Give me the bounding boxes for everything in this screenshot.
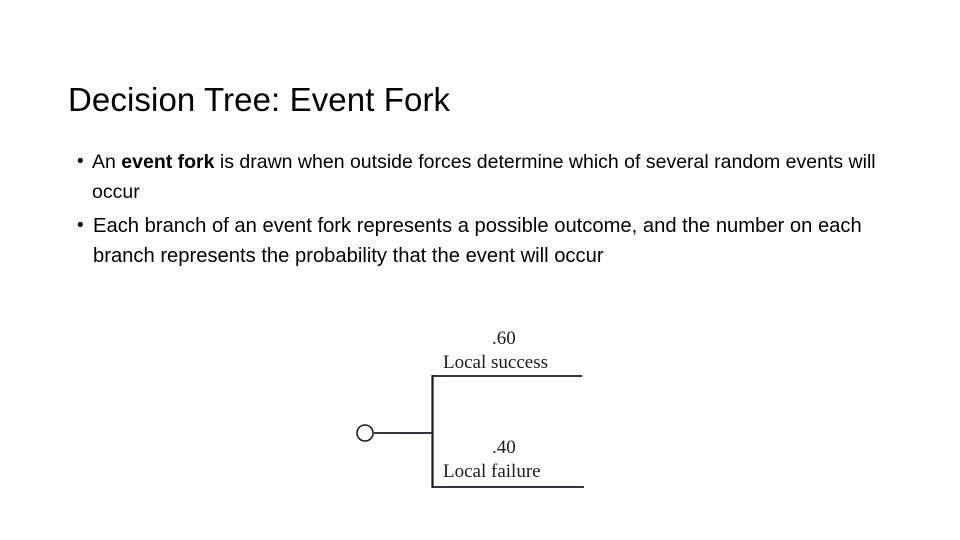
- event-fork-lines: [356, 375, 584, 488]
- bullet-marker: •: [77, 215, 84, 236]
- list-item: • An event fork is drawn when outside for…: [72, 147, 892, 207]
- branch-probability-top: .60: [492, 328, 516, 349]
- branch-probability-bottom: .40: [492, 437, 516, 458]
- branch-label-bottom: Local failure: [443, 461, 541, 482]
- event-node-circle: [356, 424, 374, 442]
- branch-label-top: Local success: [443, 352, 548, 373]
- bullet-text-bold: event fork: [121, 151, 215, 173]
- bullet-text-pre: An: [92, 151, 122, 173]
- bullet-marker: •: [77, 151, 84, 172]
- bullet-text: Each branch of an event fork represents …: [93, 215, 862, 267]
- bullet-text-post: is drawn when outside forces determine w…: [92, 151, 876, 203]
- bullet-list: • An event fork is drawn when outside for…: [72, 147, 892, 275]
- list-item: • Each branch of an event fork represents…: [72, 211, 892, 271]
- page-title: Decision Tree: Event Fork: [68, 81, 451, 119]
- event-fork-diagram: .60 Local success .40 Local failure: [340, 318, 620, 504]
